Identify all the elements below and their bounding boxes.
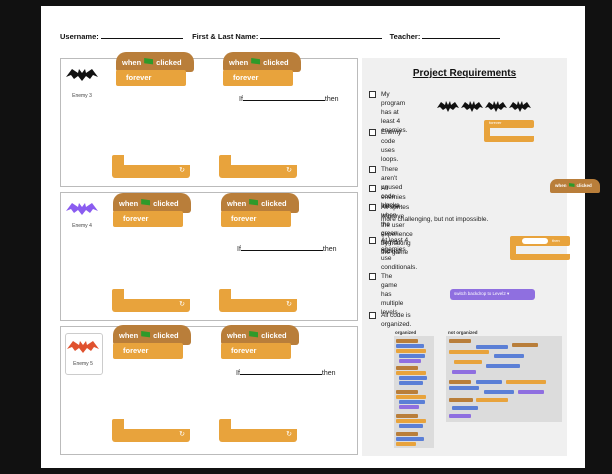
sprite-label: Enemy 3 (72, 93, 92, 99)
sprite-label: Enemy 5 (73, 361, 93, 367)
green-flag-icon (141, 331, 151, 338)
username-label: Username: (60, 32, 99, 41)
loop-arrow-icon: ↻ (286, 431, 292, 438)
requirements-title: Project Requirements (412, 68, 517, 79)
green-flag-icon (249, 331, 259, 338)
loop-arrow-icon: ↻ (179, 301, 185, 308)
full-name-field[interactable] (260, 31, 383, 39)
loop-arrow-icon: ↻ (286, 167, 292, 174)
green-flag-icon (141, 199, 151, 206)
worksheet-header: Username: First & Last Name: Teacher: (60, 31, 501, 41)
green-flag-icon (249, 199, 259, 206)
checkbox[interactable] (369, 166, 376, 173)
green-flag-icon (568, 183, 575, 187)
full-name-label: First & Last Name: (192, 32, 259, 41)
teacher-field[interactable] (422, 31, 501, 39)
forever-block-end: ↻ (219, 155, 297, 179)
teacher-label: Teacher: (389, 32, 421, 41)
forever-block-end: ↻ (219, 289, 297, 313)
green-flag-icon (251, 58, 261, 65)
checkbox[interactable] (369, 237, 376, 244)
loop-arrow-icon: ↻ (179, 167, 185, 174)
not-organized-label: not organized (448, 330, 478, 335)
requirement-item-continued: more challenging, but not impossible. (381, 216, 489, 223)
not-organized-code-example (446, 336, 562, 422)
checkbox[interactable] (369, 129, 376, 136)
forever-block-end: ↻ (112, 155, 190, 179)
forever-block-end: ↻ (219, 419, 297, 443)
forever-block-end: ↻ (112, 419, 190, 443)
sprite-thumbnail[interactable] (65, 333, 103, 375)
checkbox[interactable] (369, 204, 376, 211)
bat-icon (66, 69, 98, 81)
if-then-block-example: then (510, 236, 570, 262)
checkbox[interactable] (369, 273, 376, 280)
bat-icon (437, 101, 531, 112)
loop-arrow-icon: ↻ (179, 431, 185, 438)
sprite-label: Enemy 4 (72, 223, 92, 229)
forever-block-example: forever (484, 120, 534, 142)
checkbox[interactable] (369, 91, 376, 98)
green-flag-icon (144, 58, 154, 65)
forever-block-end: ↻ (112, 289, 190, 313)
worksheet-page: Username: First & Last Name: Teacher: En… (41, 6, 600, 468)
organized-label: organized (395, 330, 417, 335)
loop-arrow-icon: ↻ (286, 301, 292, 308)
switch-backdrop-block: switch backdrop to Level2 ▾ (450, 289, 535, 300)
bat-icon (66, 203, 98, 215)
checkbox[interactable] (369, 185, 376, 192)
organized-code-example (394, 336, 434, 448)
checkbox[interactable] (369, 312, 376, 319)
bat-icon (67, 341, 99, 353)
project-requirements-panel: Project Requirements My program has at l… (362, 58, 600, 456)
username-field[interactable] (100, 31, 183, 39)
